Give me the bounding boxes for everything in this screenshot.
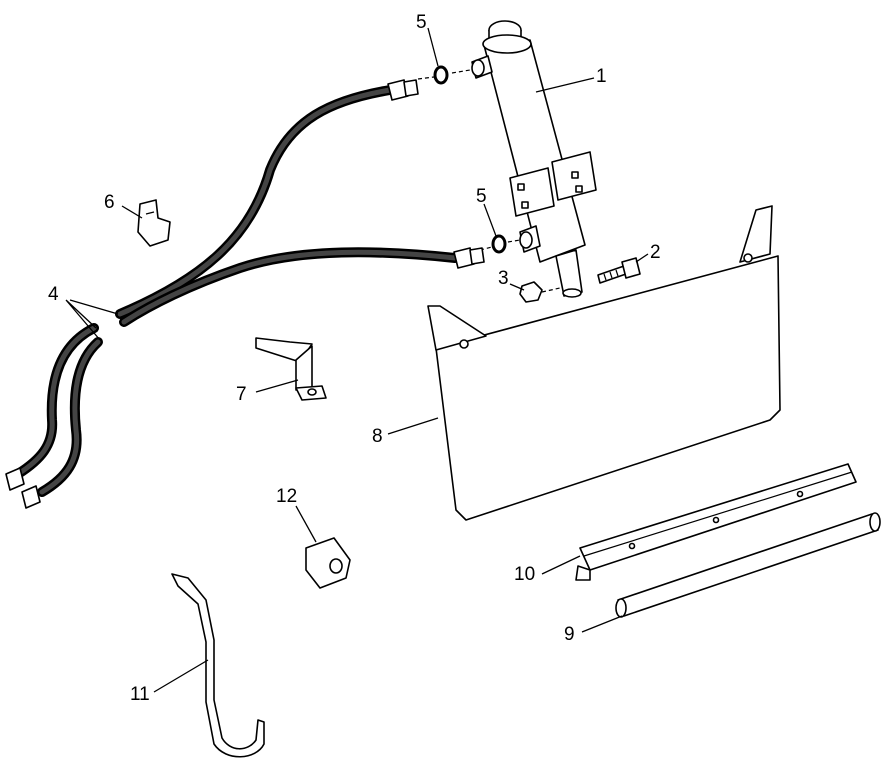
callout-5-lower: 5 <box>476 186 487 207</box>
callout-2: 2 <box>650 242 661 263</box>
callout-8: 8 <box>372 426 383 447</box>
part-6-hose-clip <box>137 199 171 247</box>
callout-7: 7 <box>236 384 247 405</box>
part-2-bolt <box>597 257 641 284</box>
part-5-o-ring-upper <box>417 65 471 85</box>
callout-1: 1 <box>596 66 607 87</box>
part-4-hydraulic-hoses <box>5 79 485 509</box>
callout-12: 12 <box>276 486 297 507</box>
part-8-plow-blade <box>427 205 781 521</box>
callout-6: 6 <box>104 192 115 213</box>
leader-lines <box>65 27 649 693</box>
part-5-o-ring-lower <box>479 234 521 254</box>
part-10-wear-strip <box>575 463 857 581</box>
callout-11: 11 <box>130 684 150 705</box>
callout-5-upper: 5 <box>416 12 427 33</box>
part-1-hydraulic-cylinder <box>471 20 597 298</box>
callout-4: 4 <box>48 284 59 305</box>
part-9-blade-tube <box>615 512 881 618</box>
part-12-pivot-bracket <box>305 537 351 589</box>
callout-labels: 1 2 3 4 5 5 6 7 8 9 10 11 12 <box>48 12 661 705</box>
callout-3: 3 <box>498 268 509 289</box>
callout-9: 9 <box>564 624 575 645</box>
part-7-mounting-bracket <box>255 337 327 401</box>
part-11-hook-pin <box>171 573 265 758</box>
part-3-nut <box>519 281 561 303</box>
callout-10: 10 <box>514 564 535 585</box>
